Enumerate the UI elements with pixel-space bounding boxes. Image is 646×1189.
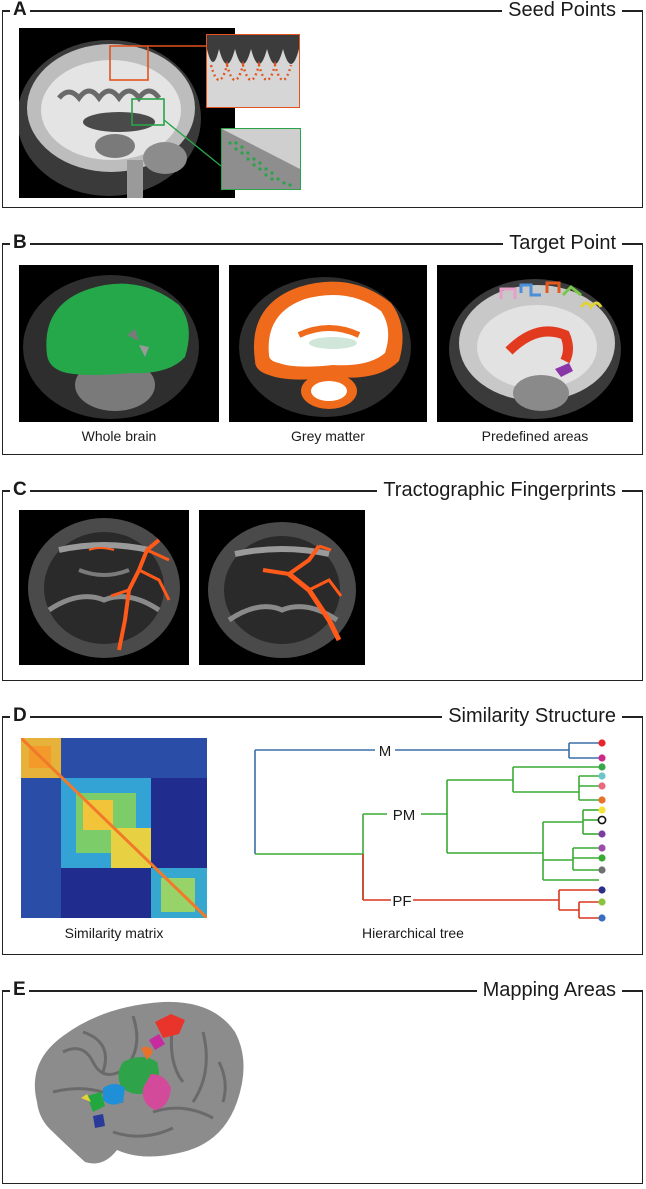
- panel-mapping-areas: E Mapping Areas: [2, 978, 643, 1184]
- panel-title: Target Point: [503, 231, 622, 255]
- panel-top-border: [39, 990, 642, 992]
- panel-tractographic-fingerprints: C Tractographic Fingerprints: [2, 478, 643, 681]
- panel-top-border: [39, 10, 642, 12]
- tree-leaf-dot: [598, 763, 606, 771]
- panel-seed-points: A Seed Points: [2, 0, 643, 208]
- seed-roi-red: [109, 45, 149, 81]
- caption-grey-matter: Grey matter: [291, 428, 365, 444]
- caption-similarity-matrix: Similarity matrix: [64, 925, 164, 941]
- predefined-areas-image: [437, 265, 633, 422]
- panel-letter: D: [10, 705, 30, 727]
- whole-brain-image: [19, 265, 219, 422]
- tree-leaf-dot: [598, 886, 606, 894]
- panel-top-border: [39, 490, 642, 492]
- tree-leaf-dot: [598, 854, 606, 862]
- panel-title: Seed Points: [502, 0, 622, 22]
- caption-whole-brain: Whole brain: [81, 428, 157, 444]
- panel-title: Mapping Areas: [476, 978, 622, 1002]
- tree-leaf-dot: [598, 806, 606, 814]
- panel-similarity-structure: D Similarity Structure Similarity matrix: [2, 704, 643, 955]
- tree-leaf-dot: [598, 844, 606, 852]
- tree-label-pf: PF: [392, 893, 411, 910]
- zoom-connectors: [148, 45, 222, 167]
- caption-predefined-areas: Predefined areas: [481, 428, 589, 444]
- grey-matter-image: [229, 265, 427, 422]
- caption-hierarchical-tree: Hierarchical tree: [362, 925, 464, 941]
- tree-leaf-dot: [598, 866, 606, 874]
- seed-zoom-green: [221, 128, 301, 190]
- tree-leaf-dot: [598, 914, 606, 922]
- seed-zoom-red: [206, 34, 300, 108]
- panel-letter: B: [10, 232, 30, 254]
- tree-leaf-dot: [598, 830, 606, 838]
- panel-letter: C: [10, 479, 30, 501]
- tree-leaf-dot: [598, 898, 606, 906]
- tree-label-m: M: [379, 743, 392, 760]
- panel-title: Similarity Structure: [442, 704, 622, 728]
- tree-leaf-dot: [598, 772, 606, 780]
- panel-letter: E: [10, 979, 29, 1001]
- tree-leaf-dot: [598, 754, 606, 762]
- brain-surface-render: [34, 1001, 244, 1164]
- fingerprint-image-1: [19, 510, 189, 665]
- tree-leaf-dot: [598, 739, 606, 747]
- panel-target-point: B Target Point Whole brain Grey matter: [2, 231, 643, 455]
- fingerprint-image-2: [199, 510, 365, 665]
- hierarchical-tree: M PM PF: [254, 739, 607, 922]
- tree-leaf-dot: [598, 796, 606, 804]
- tree-label-pm: PM: [393, 807, 416, 824]
- tree-leaf-dot: [598, 782, 606, 790]
- panel-letter: A: [10, 0, 30, 21]
- mri-sagittal-image: [19, 28, 235, 198]
- panel-top-border: [39, 243, 642, 245]
- seed-roi-green: [131, 98, 165, 126]
- similarity-matrix: [21, 738, 207, 918]
- tree-leaf-dot: [597, 815, 607, 825]
- panel-top-border: [39, 716, 642, 718]
- panel-title: Tractographic Fingerprints: [377, 478, 622, 502]
